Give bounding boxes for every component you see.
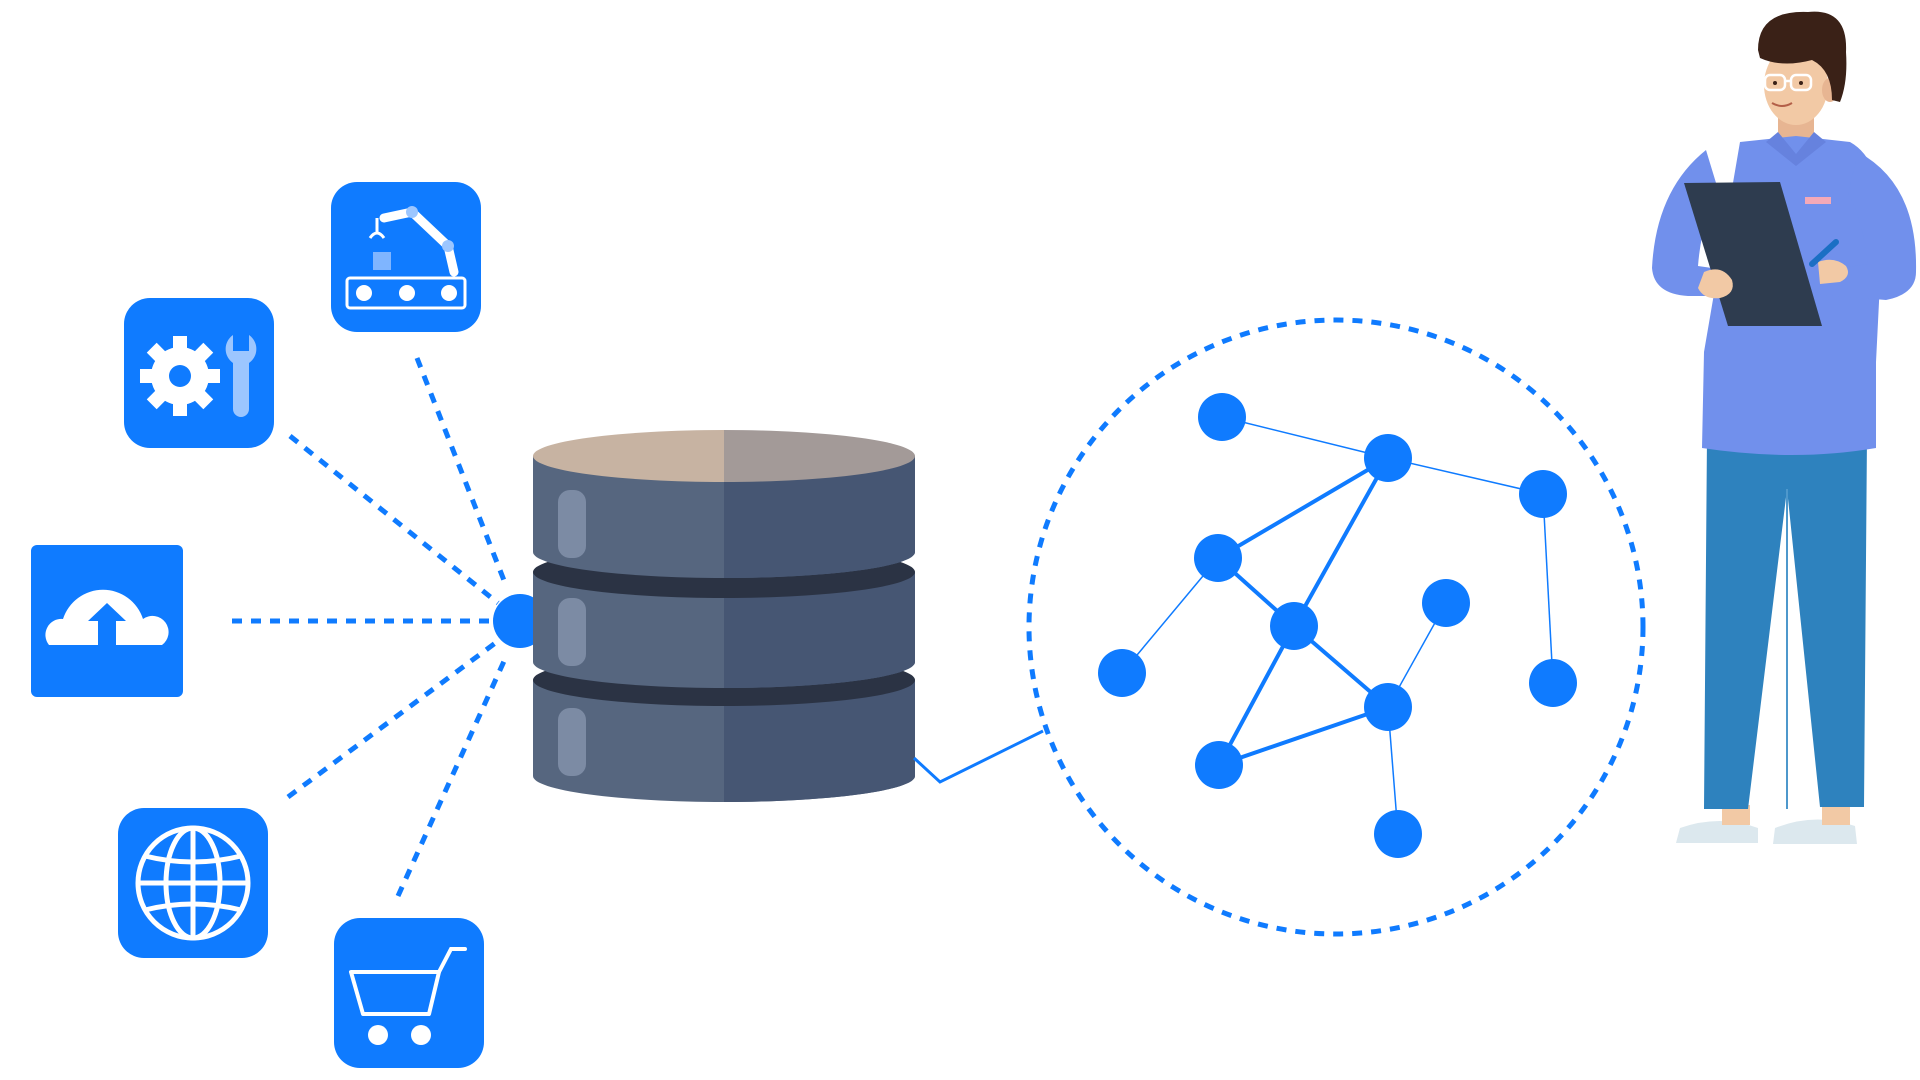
graph-edge: [1217, 625, 1296, 766]
graph-node: [1364, 683, 1412, 731]
knowledge-graph: [1026, 317, 1646, 937]
graph-node: [1098, 649, 1146, 697]
graph-node: [1270, 602, 1318, 650]
graph-edge: [1387, 457, 1544, 495]
globe-icon: [118, 808, 268, 958]
graph-node: [1529, 659, 1577, 707]
graph-edge: [1218, 705, 1389, 767]
graph-edges: [1121, 416, 1554, 835]
graph-edge: [1121, 557, 1219, 674]
shopping-cart-icon: [334, 918, 484, 1068]
cloud-upload-icon: [31, 545, 183, 697]
connector-robot: [414, 357, 508, 584]
graph-edge: [1216, 456, 1390, 560]
graph-nodes: [1098, 393, 1577, 858]
graph-node: [1364, 434, 1412, 482]
analyst-illustration: [1652, 11, 1917, 844]
db-graph-connector: [912, 729, 1044, 784]
source-connectors: [232, 357, 508, 898]
connector-cart: [395, 657, 508, 898]
gear-wrench-icon: [124, 298, 274, 448]
connector-gear: [288, 434, 500, 605]
graph-node: [1198, 393, 1246, 441]
robot-arm-conveyor-icon: [331, 182, 481, 332]
database-icon: [533, 430, 915, 802]
graph-node: [1195, 741, 1243, 789]
graph-boundary: [1026, 317, 1646, 937]
graph-edge: [1221, 416, 1389, 459]
graph-edge: [1542, 493, 1554, 684]
graph-node: [1422, 579, 1470, 627]
graph-node: [1194, 534, 1242, 582]
graph-edge: [1292, 457, 1390, 627]
graph-node: [1374, 810, 1422, 858]
connector-globe: [286, 638, 500, 800]
graph-node: [1519, 470, 1567, 518]
